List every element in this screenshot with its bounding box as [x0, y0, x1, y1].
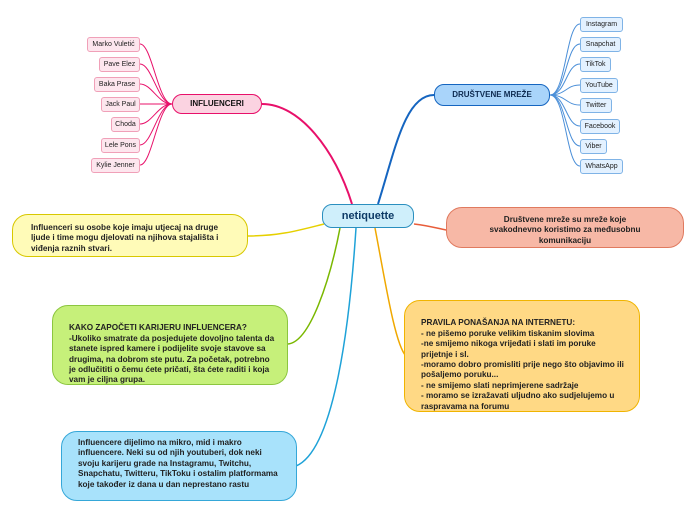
connector-center-drustvene: [377, 94, 435, 205]
connector-center-salmon: [413, 223, 447, 231]
influencer-item[interactable]: Marko Vuletić: [87, 37, 140, 52]
central-node[interactable]: netiquette: [322, 204, 414, 228]
influencer-item[interactable]: Lele Pons: [101, 138, 140, 153]
connector-drustvene-leaves: [549, 23, 581, 167]
drustvene-mreze-node[interactable]: DRUŠTVENE MREŽE: [434, 84, 550, 106]
social-network-item-label: WhatsApp: [585, 163, 618, 170]
connector-influenceri-leaves: [139, 43, 173, 166]
social-network-item-label: Instagram: [585, 21, 618, 28]
connector-center-orange: [374, 227, 407, 357]
connector-center-yellow: [247, 223, 325, 237]
social-definition-text: Društvene mreže su mreže koje svakodnevn…: [489, 215, 641, 245]
social-network-item[interactable]: YouTube: [580, 78, 618, 93]
internet-rules-text: PRAVILA PONAŠANJA NA INTERNETU: - ne piš…: [421, 318, 624, 411]
influencer-item[interactable]: Kylie Jenner: [91, 158, 140, 173]
influencer-item[interactable]: Pave Elez: [99, 57, 140, 72]
social-network-item[interactable]: Instagram: [580, 17, 623, 32]
social-network-item-label: Facebook: [584, 123, 616, 130]
social-network-item-label: Viber: [585, 143, 602, 150]
social-network-item[interactable]: Twitter: [580, 98, 612, 113]
influencer-item[interactable]: Baka Prase: [94, 77, 140, 92]
social-network-item[interactable]: WhatsApp: [580, 159, 623, 174]
influencer-types-text: Influencere dijelimo na mikro, mid i mak…: [78, 438, 278, 489]
influencer-item[interactable]: Jack Paul: [101, 97, 140, 112]
influencer-types-note[interactable]: Influencere dijelimo na mikro, mid i mak…: [61, 431, 297, 501]
influencer-definition-text: Influenceri su osobe koje imaju utjecaj …: [31, 223, 219, 253]
social-network-item[interactable]: Viber: [580, 139, 607, 154]
influenceri-label: INFLUENCERI: [190, 99, 244, 108]
social-network-item[interactable]: Snapchat: [580, 37, 621, 52]
influencer-item[interactable]: Choda: [111, 117, 140, 132]
connector-center-green: [287, 227, 341, 345]
social-network-item-label: TikTok: [585, 61, 606, 68]
influencer-item-label: Jack Paul: [105, 101, 136, 108]
social-network-item[interactable]: Facebook: [580, 119, 620, 134]
internet-rules-note[interactable]: PRAVILA PONAŠANJA NA INTERNETU: - ne piš…: [404, 300, 640, 412]
influencer-item-label: Lele Pons: [104, 142, 137, 149]
central-node-label: netiquette: [341, 210, 395, 222]
social-network-item-label: Twitter: [585, 102, 607, 109]
connector-center-cyan: [295, 227, 357, 467]
influencer-item-label: Baka Prase: [98, 81, 136, 88]
social-network-item-label: YouTube: [585, 82, 613, 89]
career-note[interactable]: KAKO ZAPOČETI KARIJERU INFLUENCERA? -Uko…: [52, 305, 288, 385]
career-text: KAKO ZAPOČETI KARIJERU INFLUENCERA? -Uko…: [69, 323, 275, 385]
influencer-item-label: Kylie Jenner: [96, 162, 135, 169]
influencer-item-label: Pave Elez: [103, 61, 136, 68]
influencer-item-label: Marko Vuletić: [92, 41, 135, 48]
influenceri-node[interactable]: INFLUENCERI: [172, 94, 262, 114]
social-network-item-label: Snapchat: [585, 41, 616, 48]
drustvene-mreze-label: DRUŠTVENE MREŽE: [452, 90, 532, 99]
influencer-item-label: Choda: [115, 121, 136, 128]
influencer-definition-note[interactable]: Influenceri su osobe koje imaju utjecaj …: [12, 214, 248, 257]
social-definition-note[interactable]: Društvene mreže su mreže koje svakodnevn…: [446, 207, 684, 248]
social-network-item[interactable]: TikTok: [580, 57, 611, 72]
connector-center-influenceri: [261, 103, 353, 205]
